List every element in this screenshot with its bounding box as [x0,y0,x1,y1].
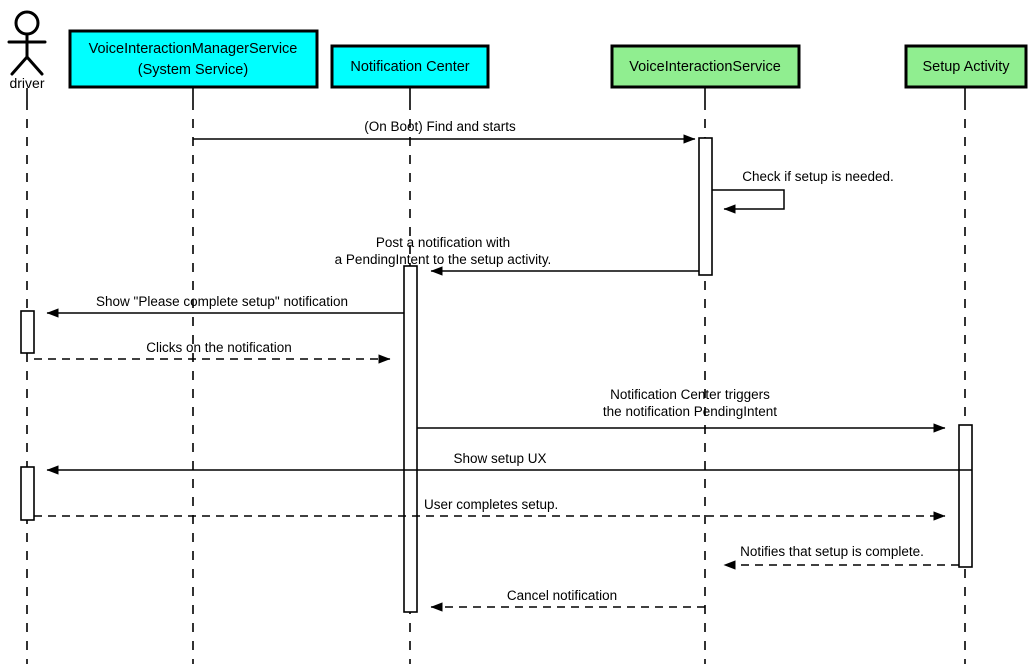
activation-bar-driver-1 [20,310,35,354]
actor-leg-left-icon [10,55,29,76]
message-on-boot-find-and-starts[interactable]: (On Boot) Find and starts [193,119,696,144]
message-self-arrow [712,189,785,214]
message-check-if-setup-is-needed[interactable]: Check if setup is needed. [712,169,894,214]
message-label-line2: a PendingIntent to the setup activity. [335,252,552,267]
message-clicks-on-the-notification[interactable]: Clicks on the notification [34,340,391,364]
participant-label-line1: VoiceInteractionManagerService [89,41,298,57]
participant-label-line1: Setup Activity [922,59,1010,75]
message-notification-center-triggers-pendingintent[interactable]: Notification Center triggers the notific… [417,387,946,433]
participant-notification-center[interactable]: Notification Center [330,44,490,89]
participant-box [904,44,1028,89]
participant-setup-activity[interactable]: Setup Activity [904,44,1028,89]
activation-bar-setup-activity [958,424,973,568]
message-label-line1: Post a notification with [376,235,510,250]
activation-bar-notification-center [403,265,418,613]
actor-leg-right-icon [25,55,44,76]
participant-label-line2: (System Service) [138,62,248,78]
message-notifies-that-setup-is-complete[interactable]: Notifies that setup is complete. [723,544,959,570]
participant-box [330,44,490,89]
message-label: Cancel notification [507,588,617,603]
message-post-a-notification[interactable]: Post a notification with a PendingIntent… [335,235,699,276]
participant-driver-label: driver [9,75,44,91]
activation-bar-driver-2 [20,466,35,521]
message-user-completes-setup[interactable]: User completes setup. [34,497,946,521]
participant-box [610,44,801,89]
message-label: (On Boot) Find and starts [364,119,516,134]
participant-label-line1: Notification Center [350,59,469,75]
message-show-please-complete-setup-notification[interactable]: Show "Please complete setup" notificatio… [46,294,404,318]
participant-label-line1: VoiceInteractionService [629,59,781,75]
activation-bar-voiceinteractionservice [698,137,713,276]
message-label: Show setup UX [453,451,546,466]
message-label: Check if setup is needed. [742,169,894,184]
message-label: Notifies that setup is complete. [740,544,924,559]
message-label: User completes setup. [424,497,558,512]
participant-voiceinteractionservice[interactable]: VoiceInteractionService [610,44,801,89]
participant-driver[interactable]: driver [7,10,47,91]
message-show-setup-ux[interactable]: Show setup UX [46,451,972,475]
message-label-line2: the notification PendingIntent [603,404,777,419]
actor-head-icon [14,10,40,36]
message-label-line1: Notification Center triggers [610,387,770,402]
participant-voiceinteractionmanagerservice[interactable]: VoiceInteractionManagerService (System S… [68,29,319,89]
message-label: Show "Please complete setup" notificatio… [96,294,348,309]
message-cancel-notification[interactable]: Cancel notification [430,588,705,612]
participant-box [68,29,319,89]
message-label: Clicks on the notification [146,340,292,355]
